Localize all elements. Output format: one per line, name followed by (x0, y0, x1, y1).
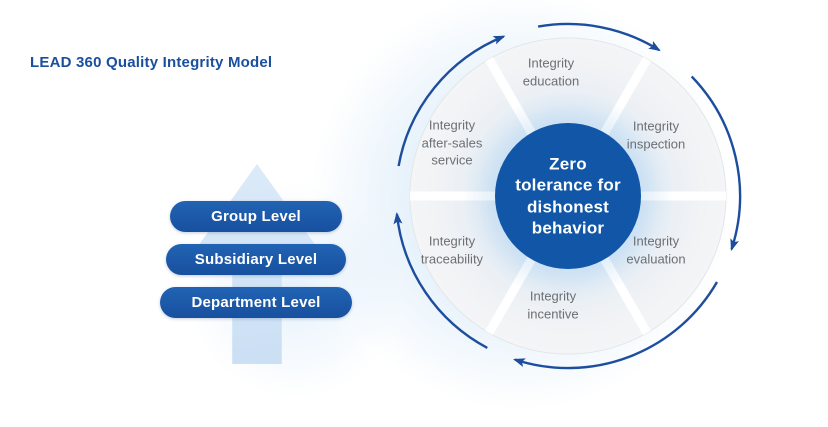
level-pill-subsidiary-label: Subsidiary Level (194, 251, 318, 268)
segment-label-education: Integrity education (522, 55, 580, 88)
level-pill-department-label: Department Level (191, 294, 321, 311)
segment-label-incentive: Integrity incentive (527, 288, 579, 321)
center-statement: Zero tolerance for dishonest behavior (515, 154, 621, 238)
level-pill-subsidiary: Subsidiary Level (166, 244, 346, 275)
segment-label-inspection: Integrity inspection (626, 118, 686, 151)
level-pill-department: Department Level (160, 287, 352, 318)
integrity-wheel: Integrity education Integrity inspection… (378, 6, 758, 386)
level-pill-group: Group Level (170, 201, 342, 232)
level-pill-group-label: Group Level (211, 208, 301, 225)
page-title: LEAD 360 Quality Integrity Model (30, 54, 273, 71)
